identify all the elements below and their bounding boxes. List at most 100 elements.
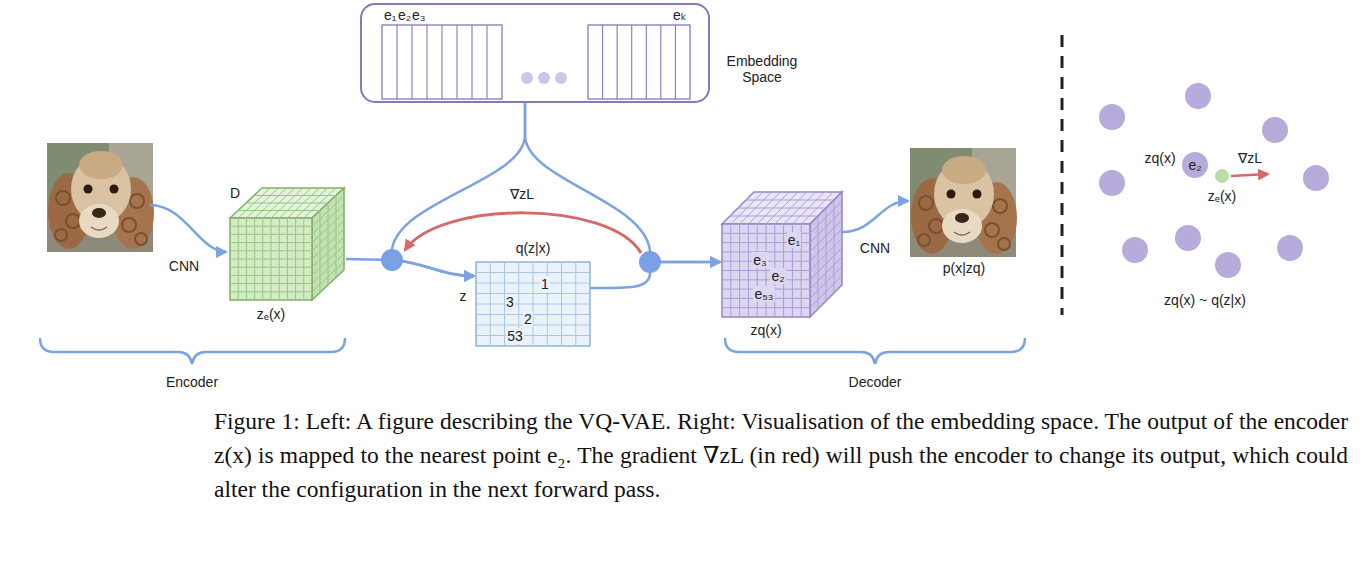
drawing-part: [320, 211, 321, 293]
drawing-part: [555, 72, 567, 84]
drawing-part: [361, 4, 709, 102]
drawing-part: [1182, 152, 1208, 178]
drawing-part: [631, 25, 632, 99]
decoder-feature-cube: e₁e₃e₂e₅₃zq(x): [718, 172, 848, 347]
image-label: p(x|zq): [943, 260, 986, 276]
grid-heading: q(z|x): [516, 240, 551, 256]
input-image: [47, 143, 154, 252]
drawing-part: [675, 25, 676, 99]
drawing-part: [411, 25, 412, 99]
embedding-points: [1099, 83, 1329, 278]
cube-label: zq(x): [750, 322, 781, 338]
drawing-part: [471, 25, 472, 99]
point-label: e₂: [1188, 157, 1201, 173]
drawing-part: [279, 218, 280, 300]
input-arrow: [150, 205, 226, 252]
output-image-box: p(x|zq): [906, 146, 1022, 280]
drawing-part: [1175, 225, 1201, 251]
distribution-label: zq(x) ~ q(z|x): [1164, 292, 1246, 308]
drawing-part: [382, 25, 502, 99]
cube-label: zₑ(x): [257, 306, 286, 322]
cube-cell-label: e₂: [770, 268, 785, 284]
drawing-part: [1099, 170, 1125, 196]
output-image: [910, 148, 1017, 257]
cube-cell-label: e₁: [787, 232, 802, 248]
drawing-part: [254, 195, 336, 196]
drawing-part: [1099, 104, 1125, 130]
drawing-part: [312, 188, 344, 300]
drawing-part: [456, 25, 457, 99]
embedding-label: e₃: [412, 7, 426, 23]
drawing-part: [660, 25, 661, 99]
drawing-part: [561, 262, 562, 346]
grid-cell: 2: [523, 311, 533, 327]
drawing-part: [328, 203, 329, 285]
embedding-space-box: e₁e₂e₃eₖEmbedding Space: [360, 3, 710, 103]
embedding-label: eₖ: [673, 7, 687, 23]
figure-caption: Figure 1: Left: A figure describing the …: [214, 404, 1348, 506]
drawing-part: [722, 224, 810, 317]
flow-arrow: [842, 201, 908, 232]
drawing-part: [476, 314, 590, 315]
flow-arrow: [392, 103, 525, 276]
axis-label: z: [460, 288, 467, 304]
drawing-part: [722, 270, 810, 271]
flow-arrow: [525, 103, 720, 262]
drawing-part: [1215, 252, 1241, 278]
divider-line: [1061, 35, 1064, 315]
drawing-part: [230, 218, 312, 300]
gradient-label: ∇zL: [1238, 150, 1262, 166]
drawing-part: [230, 275, 312, 276]
drawing-part: [230, 291, 312, 292]
join-dot: [639, 251, 661, 273]
drawing-part: [476, 325, 590, 326]
drawing-part: [722, 279, 810, 280]
drawing-part: [230, 259, 312, 260]
box-heading: Embedding Space: [717, 53, 807, 85]
drawing-part: [230, 267, 312, 268]
drawing-part: [826, 208, 827, 301]
drawing-part: [1262, 117, 1288, 143]
join-dot: [381, 249, 403, 271]
latent-index-grid: q(z|x)13253: [470, 238, 594, 350]
encoder-output-point: [1215, 169, 1229, 183]
drawing-part: [738, 208, 826, 209]
drawing-part: [521, 72, 533, 84]
drawing-part: [476, 335, 590, 336]
drawing-part: [575, 262, 576, 346]
drawing-part: [1277, 235, 1303, 261]
drawing-part: [730, 216, 818, 217]
operation-label: CNN: [169, 258, 199, 274]
encoder-feature-cube-outline: [226, 180, 350, 330]
drawing-part: [396, 25, 397, 99]
point-label: zₑ(x): [1208, 188, 1237, 204]
decoder-bracket: [725, 338, 1025, 364]
decoder-feature-cube-outline: [718, 172, 848, 347]
drawing-part: [476, 262, 590, 346]
drawing-part: [746, 200, 834, 201]
grid-cell: 3: [505, 294, 515, 310]
drawing-part: [426, 25, 427, 99]
drawing-part: [588, 25, 690, 99]
drawing-part: [476, 304, 590, 305]
encoder-feature-cube: Dzₑ(x): [226, 180, 350, 330]
section-label: Encoder: [166, 374, 218, 390]
point-label: zq(x): [1144, 150, 1175, 166]
drawing-part: [818, 216, 819, 309]
drawing-part: [295, 218, 296, 300]
drawing-part: [1185, 83, 1211, 109]
encoder-bracket: [40, 338, 345, 364]
section-label: Decoder: [849, 374, 902, 390]
drawing-part: [1122, 237, 1148, 263]
operation-label: CNN: [860, 240, 890, 256]
drawing-part: [246, 203, 328, 204]
drawing-part: [486, 25, 487, 99]
cube-cell-label: e₅₃: [753, 286, 774, 302]
grid-cell: 1: [540, 276, 550, 292]
drawing-part: [834, 200, 835, 293]
embedding-label: e₁: [384, 7, 397, 23]
gradient-arrow: [1231, 174, 1268, 176]
gradient-label: ∇zL: [510, 186, 534, 202]
